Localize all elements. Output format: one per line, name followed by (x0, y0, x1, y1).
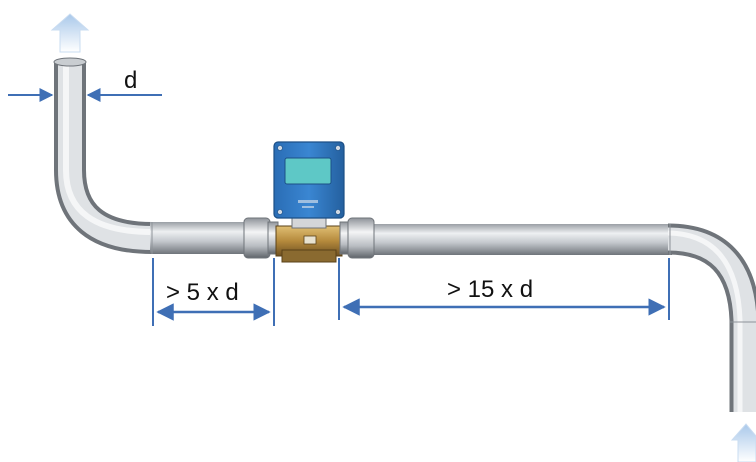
pipe-left-opening (53, 57, 87, 67)
upstream-dimension: > 5 x d (152, 258, 275, 326)
pipe-upstream-straight (150, 222, 246, 254)
pipe-system (53, 57, 756, 412)
arrow-up-icon (50, 13, 90, 53)
flow-meter-icon (243, 141, 375, 263)
pipe-downstream-straight (372, 224, 672, 255)
arrow-up-icon (730, 423, 756, 462)
flow-out-arrow (50, 13, 90, 53)
downstream-length-label: > 15 x d (447, 276, 533, 303)
meter-display (284, 157, 332, 185)
flow-in-arrow (730, 423, 756, 462)
downstream-dimension: > 15 x d (338, 258, 670, 320)
diameter-dimension: d (8, 67, 162, 102)
diameter-label: d (124, 67, 137, 94)
union-nut-left (243, 217, 271, 259)
upstream-length-label: > 5 x d (166, 279, 239, 306)
union-nut-right (347, 217, 375, 259)
